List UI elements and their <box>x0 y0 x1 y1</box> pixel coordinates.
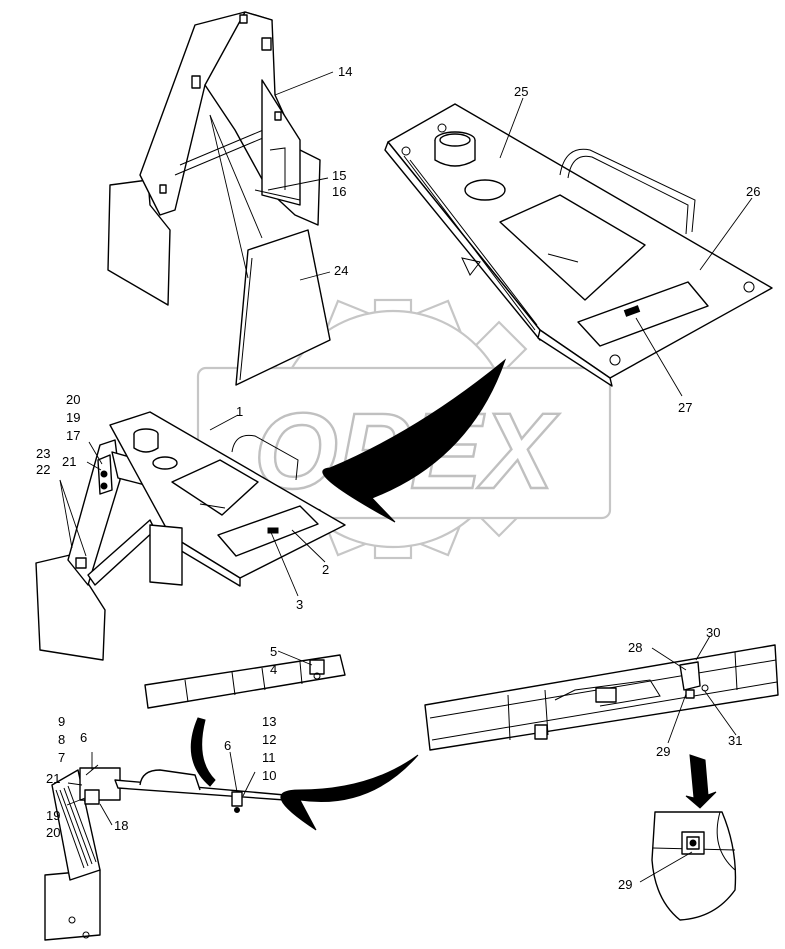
callout-27: 27 <box>678 400 692 415</box>
callout-1: 1 <box>236 404 243 419</box>
callout-9: 9 <box>58 714 65 729</box>
callout-10: 10 <box>262 768 276 783</box>
callout-14: 14 <box>338 64 352 79</box>
zoom-detail-29 <box>651 811 737 921</box>
callout-19b: 19 <box>46 808 60 823</box>
callout-28: 28 <box>628 640 642 655</box>
callout-29a: 29 <box>656 744 670 759</box>
callout-7: 7 <box>58 750 65 765</box>
leader-lines <box>59 71 753 883</box>
detail-arrow-small <box>190 717 216 787</box>
callout-21a: 21 <box>62 454 76 469</box>
callout-21b: 21 <box>46 771 60 786</box>
detail-arrow-lower <box>280 754 419 831</box>
callout-23: 23 <box>36 446 50 461</box>
callout-26: 26 <box>746 184 760 199</box>
leader-fender-to-plate-a <box>209 114 249 279</box>
gasket-plate-24 <box>235 229 331 386</box>
callout-25: 25 <box>514 84 528 99</box>
callout-6b: 6 <box>224 738 231 753</box>
callout-22: 22 <box>36 462 50 477</box>
detail-arrow-upper <box>322 358 507 523</box>
callout-19a: 19 <box>66 410 80 425</box>
callout-18: 18 <box>114 818 128 833</box>
callout-labels: 14 15 16 24 25 26 27 1 2 3 20 19 17 23 2… <box>36 64 760 892</box>
callout-29b: 29 <box>618 877 632 892</box>
callout-4: 4 <box>270 662 277 677</box>
callout-13: 13 <box>262 714 276 729</box>
callout-3: 3 <box>296 597 303 612</box>
top-deck-25 <box>384 103 773 387</box>
callout-6a: 6 <box>80 730 87 745</box>
callout-16: 16 <box>332 184 346 199</box>
callout-8: 8 <box>58 732 65 747</box>
callout-24: 24 <box>334 263 348 278</box>
callout-17: 17 <box>66 428 80 443</box>
callout-12: 12 <box>262 732 276 747</box>
mid-assembly <box>35 411 346 661</box>
leader-fender-to-plate-b <box>209 114 263 239</box>
callout-20a: 20 <box>66 392 80 407</box>
rail-detail-4-5 <box>144 654 346 709</box>
callout-2: 2 <box>322 562 329 577</box>
callout-11: 11 <box>262 750 276 765</box>
bottom-left-side-view <box>44 767 286 941</box>
callout-20b: 20 <box>46 825 60 840</box>
callout-30: 30 <box>706 625 720 640</box>
fender-panel-14 <box>107 11 321 306</box>
callout-5: 5 <box>270 644 277 659</box>
beam-detail-28-31 <box>424 644 779 751</box>
callout-15: 15 <box>332 168 346 183</box>
callout-31: 31 <box>728 733 742 748</box>
detail-arrow-zoom <box>685 754 717 809</box>
